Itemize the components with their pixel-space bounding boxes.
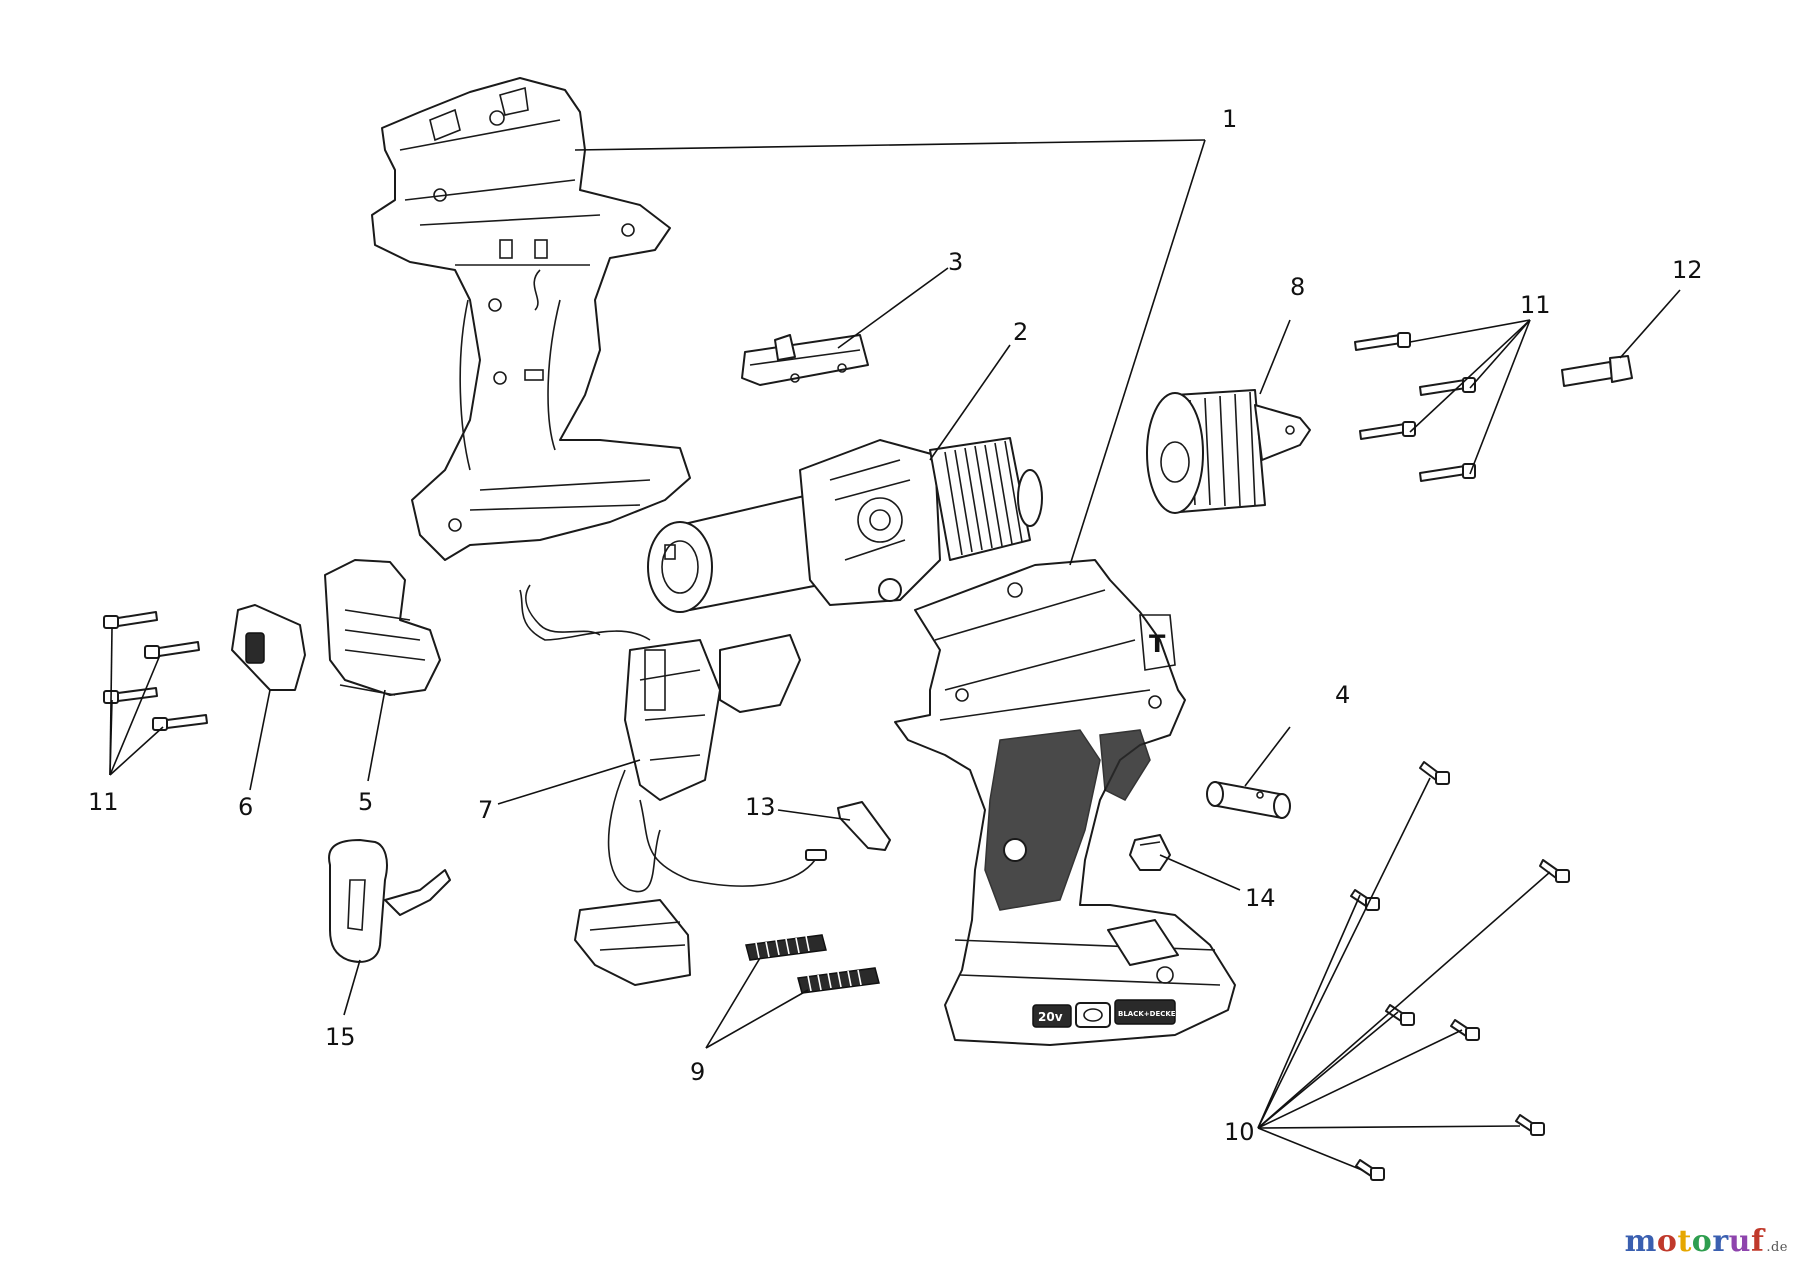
side-cover-button xyxy=(231,604,306,691)
belt-clip xyxy=(328,839,451,963)
leader-lines xyxy=(109,139,1681,1171)
watermark-letter: r xyxy=(1712,1224,1729,1259)
callout-2: 2 xyxy=(1013,318,1028,346)
left-housing-half xyxy=(371,77,691,561)
svg-text:T: T xyxy=(1149,630,1166,658)
watermark-letter: o xyxy=(1656,1224,1678,1259)
callout-11-right: 11 xyxy=(1520,291,1551,319)
grip-texture xyxy=(984,729,1151,911)
voltage-label: 20v xyxy=(1038,1010,1063,1024)
watermark-letter: u xyxy=(1728,1224,1751,1259)
slide-pad xyxy=(837,801,891,851)
light-lens-cover xyxy=(324,559,441,696)
motor-gearbox-assembly xyxy=(647,437,1043,613)
direction-switch-slider xyxy=(741,334,869,386)
watermark-letters: motoruf xyxy=(1625,1224,1765,1259)
spacer-pad xyxy=(1206,781,1291,819)
watermark-letter: f xyxy=(1750,1224,1765,1259)
brand-badge: BLACK+DECKER xyxy=(1118,1010,1182,1018)
callout-7: 7 xyxy=(478,796,493,824)
chuck-screw xyxy=(1561,355,1633,387)
screws-left xyxy=(103,611,208,731)
callout-3: 3 xyxy=(948,248,963,276)
wire-clip xyxy=(1129,834,1171,871)
screws-bottom xyxy=(1350,761,1570,1181)
callout-5: 5 xyxy=(358,788,373,816)
callout-10: 10 xyxy=(1224,1118,1255,1146)
watermark-letter: o xyxy=(1691,1224,1713,1259)
callout-9: 9 xyxy=(690,1058,705,1086)
trigger-switch-assembly xyxy=(519,584,827,986)
callout-labels: 1 2 3 4 5 6 7 8 9 10 11 11 12 13 14 15 xyxy=(88,105,1703,1146)
watermark-logo: motoruf.de xyxy=(1625,1224,1788,1259)
clutch-ring-ribs xyxy=(944,440,1023,556)
screws-right xyxy=(1354,332,1476,482)
watermark-letter: m xyxy=(1624,1224,1657,1259)
callout-14: 14 xyxy=(1245,884,1276,912)
watermark-suffix: .de xyxy=(1766,1240,1788,1255)
right-housing-half: T 20v BLACK+DECKER xyxy=(894,559,1236,1046)
callout-4: 4 xyxy=(1335,681,1350,709)
keyless-chuck xyxy=(1146,389,1311,514)
callout-15: 15 xyxy=(325,1023,356,1051)
callout-8: 8 xyxy=(1290,273,1305,301)
callout-12: 12 xyxy=(1672,256,1703,284)
callout-11-left: 11 xyxy=(88,788,119,816)
callout-6: 6 xyxy=(238,793,253,821)
springs xyxy=(745,934,880,994)
callout-13: 13 xyxy=(745,793,776,821)
watermark-letter: t xyxy=(1677,1224,1692,1259)
callout-1: 1 xyxy=(1222,105,1237,133)
